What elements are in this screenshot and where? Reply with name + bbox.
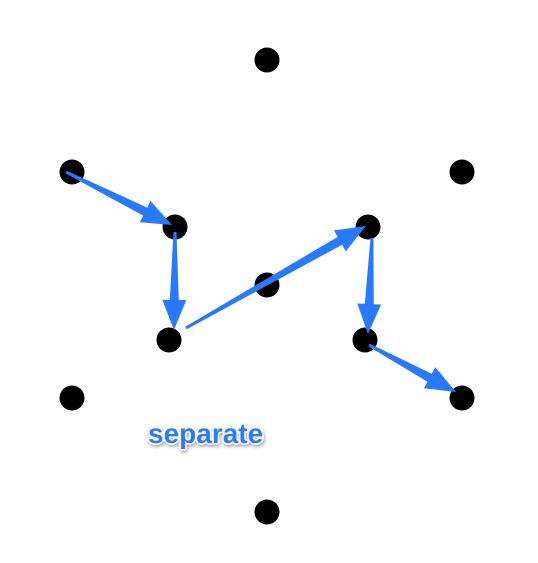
grid-dot-4 (162, 214, 188, 240)
path-arrow-4 (357, 237, 382, 334)
grid-dot-11 (254, 499, 280, 525)
arrows-layer (65, 170, 456, 392)
grid-dot-9 (59, 385, 85, 411)
grid-dot-3 (449, 159, 475, 185)
grid-dot-7 (156, 327, 182, 353)
path-arrow-2 (162, 232, 187, 330)
path-arrow-3 (185, 226, 366, 330)
dots-layer (59, 47, 475, 525)
path-arrow-1 (65, 170, 172, 225)
grid-dot-1 (254, 47, 280, 73)
separate-label: separate (148, 418, 263, 449)
path-arrow-5 (368, 343, 456, 392)
grid-dot-5 (355, 214, 381, 240)
